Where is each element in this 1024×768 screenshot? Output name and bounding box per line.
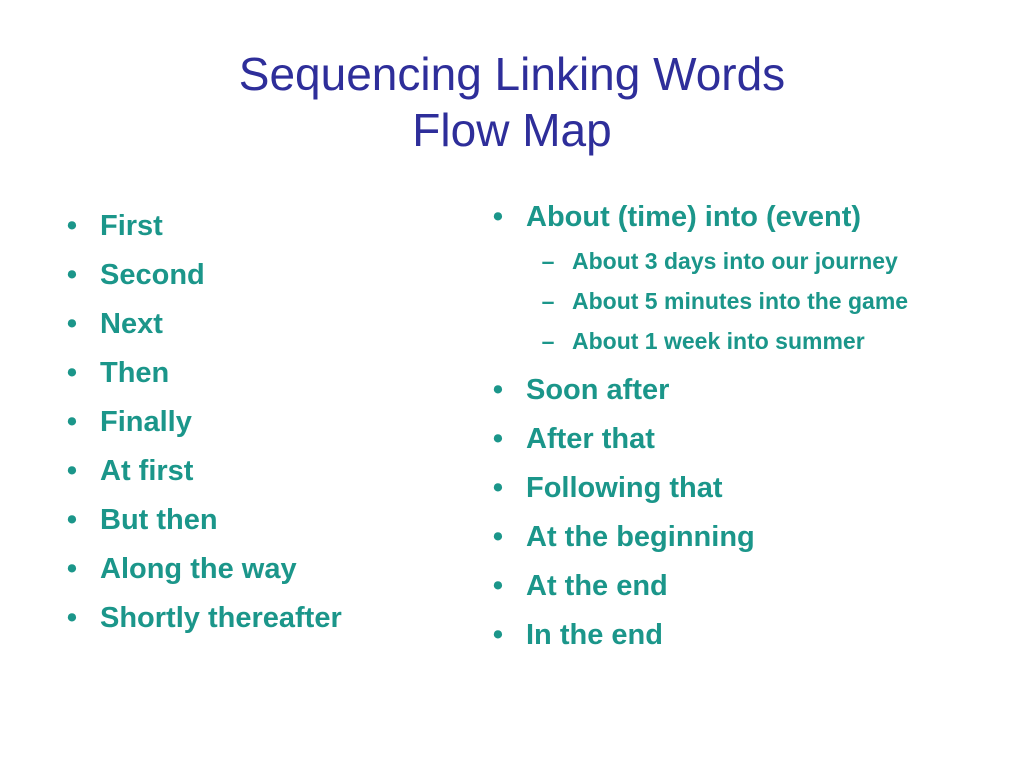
bullet-icon: • — [492, 374, 504, 406]
list-item-text: After that — [526, 423, 655, 455]
list-item-text: About (time) into (event) — [526, 201, 862, 233]
bullet-icon: • — [66, 504, 78, 536]
bullet-icon: • — [492, 619, 504, 651]
bullet-icon: • — [66, 602, 78, 634]
dash-icon: – — [541, 248, 555, 274]
title-line-1: Sequencing Linking Words — [238, 48, 786, 100]
list-item: • After that — [488, 422, 988, 456]
bullet-icon: • — [66, 308, 78, 340]
bullet-icon: • — [492, 570, 504, 602]
left-bullet-list: • First • Second • Next • Then • Finally • At … — [62, 209, 422, 650]
sub-list: –About 3 days into our journey –About 5 … — [526, 244, 988, 358]
list-item-text: Shortly thereafter — [100, 602, 342, 634]
bullet-icon: • — [66, 553, 78, 585]
list-item-text: Then — [100, 357, 170, 389]
bullet-icon: • — [66, 357, 78, 389]
list-item: •About (time) into (event) –About 3 days… — [488, 200, 988, 358]
list-item-text: First — [100, 210, 163, 242]
list-item: • Then — [62, 356, 422, 390]
bullet-icon: • — [492, 423, 504, 455]
dash-icon: – — [541, 328, 555, 354]
sub-list-item-text: About 5 minutes into the game — [572, 288, 909, 314]
list-item: • Following that — [488, 471, 988, 505]
bullet-icon: • — [66, 259, 78, 291]
bullet-icon: • — [66, 455, 78, 487]
list-item: • Shortly thereafter — [62, 601, 422, 635]
list-item-text: Next — [100, 308, 163, 340]
list-item: • Finally — [62, 405, 422, 439]
sub-list-item-text: About 1 week into summer — [572, 328, 865, 354]
list-item-text: At first — [100, 455, 194, 487]
list-item: • First — [62, 209, 422, 243]
list-item-text: Following that — [526, 472, 723, 504]
bullet-icon: • — [66, 210, 78, 242]
bullet-icon: • — [492, 472, 504, 504]
list-item: • At the end — [488, 569, 988, 603]
list-item: • Along the way — [62, 552, 422, 586]
sub-list-item: –About 1 week into summer — [526, 324, 988, 358]
list-item-text: In the end — [526, 619, 663, 651]
list-item: • Next — [62, 307, 422, 341]
list-item-text: But then — [100, 504, 218, 536]
bullet-icon: • — [492, 521, 504, 553]
list-item: • But then — [62, 503, 422, 537]
sub-list-item-text: About 3 days into our journey — [572, 248, 898, 274]
sub-list-item: –About 5 minutes into the game — [526, 284, 932, 318]
bullet-icon: • — [492, 201, 504, 233]
list-item-text: At the end — [526, 570, 668, 602]
sub-list-item: –About 3 days into our journey — [526, 244, 988, 278]
list-item: • At the beginning — [488, 520, 988, 554]
list-item-text: At the beginning — [526, 521, 755, 553]
list-item-text: Second — [100, 259, 205, 291]
list-item-text: Along the way — [100, 553, 297, 585]
bullet-icon: • — [66, 406, 78, 438]
title-line-2: Flow Map — [412, 104, 612, 156]
list-item: • In the end — [488, 618, 988, 652]
slide-title: Sequencing Linking Words Flow Map — [0, 46, 1024, 158]
list-item: • Soon after — [488, 373, 988, 407]
list-item-text: Soon after — [526, 374, 670, 406]
list-item: • At first — [62, 454, 422, 488]
dash-icon: – — [541, 288, 555, 314]
list-item-text: Finally — [100, 406, 192, 438]
right-bullet-list: •About (time) into (event) –About 3 days… — [488, 200, 988, 667]
list-item: • Second — [62, 258, 422, 292]
